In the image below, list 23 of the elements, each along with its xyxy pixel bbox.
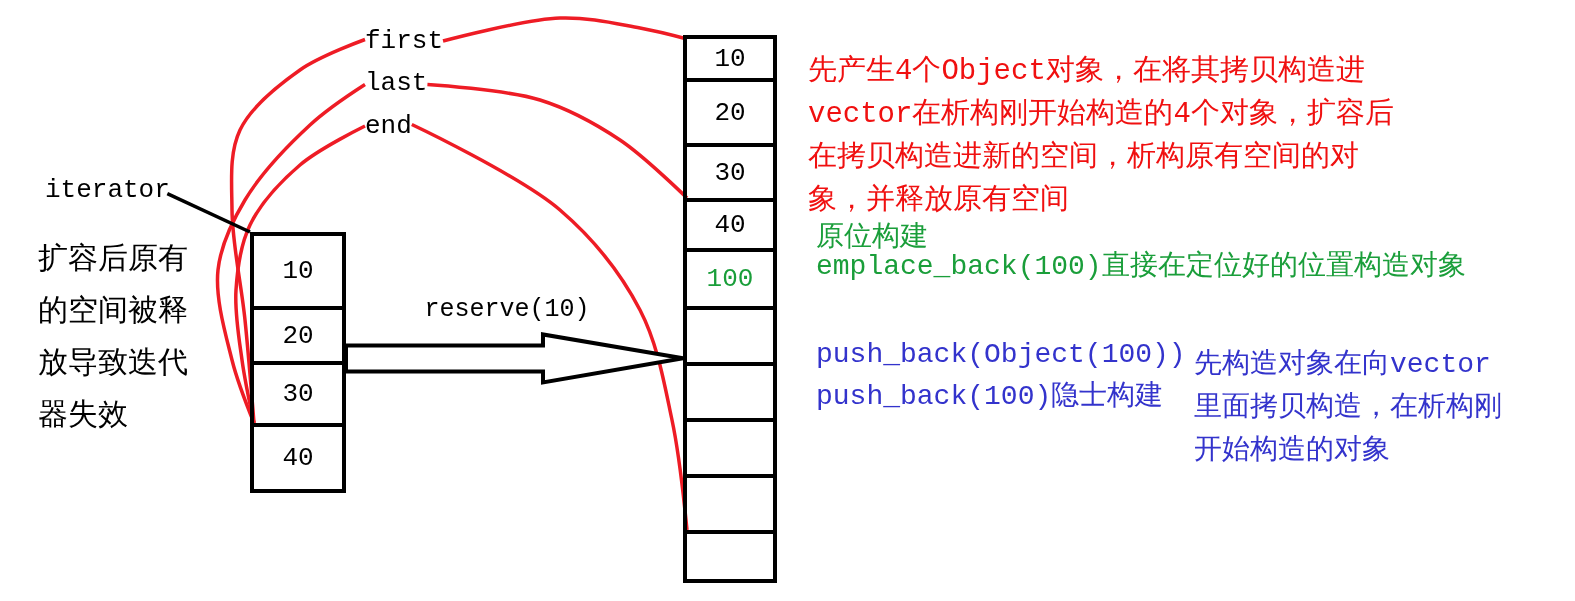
array-cell: 20 xyxy=(687,78,773,143)
code-text: emplace_back(100)直接在定位好的位置构造对象 xyxy=(816,251,1467,283)
array-cell: 10 xyxy=(254,236,342,306)
note-text: 先产生4个Object对象，在将其拷贝构造进vector在析构刚开始构造的4个对象，扩容后在拷贝构造进新的空间，析构原有空间的对象，并释放原有空间 xyxy=(808,54,1395,219)
note-text: 原位构建 xyxy=(816,222,929,254)
note-text: 先构造对象在向vector里面拷贝构造，在析构刚开始构造的对象 xyxy=(1194,348,1503,468)
array-box xyxy=(250,232,346,493)
code-text: push_back(Object(100)) xyxy=(816,339,1187,371)
array-cell: 20 xyxy=(254,306,342,361)
array-cell: 30 xyxy=(687,143,773,198)
array-cell: 100 xyxy=(687,248,773,306)
note-text: 扩容后原有的空间被释放导致迭代器失效 xyxy=(38,241,189,435)
array-box xyxy=(683,35,777,583)
array-cell: 40 xyxy=(254,423,342,489)
iterator-label: iterator xyxy=(45,175,170,205)
pointer-label: end xyxy=(365,111,412,141)
array-cell: 40 xyxy=(687,198,773,248)
array-cell: 10 xyxy=(687,39,773,78)
array-cell: 30 xyxy=(254,361,342,423)
pointer-label: last xyxy=(365,68,428,98)
block-arrow xyxy=(344,332,685,385)
pointer-label: first xyxy=(365,26,443,56)
code-text: push_back(100)隐士构建 xyxy=(816,381,1165,413)
